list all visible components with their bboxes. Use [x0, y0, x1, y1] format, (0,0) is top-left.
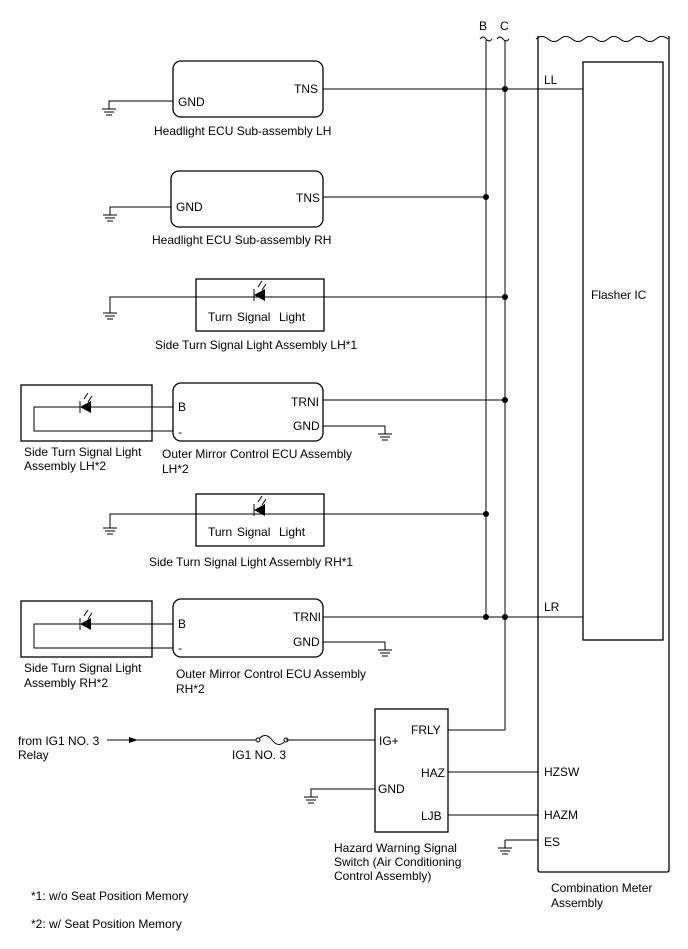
turn-rh1-inner-word2: Signal	[237, 525, 270, 539]
footnote-1: *1: w/o Seat Position Memory	[31, 889, 188, 903]
ground-icon	[103, 527, 117, 535]
turn-lh1-wire	[109, 296, 505, 313]
hazard-switch-box	[374, 708, 449, 833]
arrow-right-icon	[129, 737, 138, 743]
turn-lh1-inner-word1: Turn	[208, 310, 232, 324]
headlight-lh-gnd-wire	[108, 100, 173, 109]
bus-b-break	[479, 36, 493, 42]
ground-icon	[378, 433, 392, 441]
mirror-lh-minus-pin: -	[178, 425, 182, 439]
junction-dot	[483, 511, 489, 517]
side-rh2-title-line1: Side Turn Signal Light	[24, 661, 142, 675]
side-rh2-title-line2: Assembly RH*2	[24, 676, 108, 690]
ground-icon	[103, 214, 117, 222]
junction-dot	[483, 614, 489, 620]
outer-mirror-ecu-lh-box	[172, 382, 324, 442]
led-icon	[253, 280, 267, 301]
headlight-lh-tns-pin: TNS	[294, 82, 318, 96]
meter-lr-pin: LR	[544, 600, 560, 614]
mirror-lh-title-line2: LH*2	[162, 462, 189, 476]
headlight-rh-tns-pin: TNS	[296, 191, 320, 205]
led-icon	[79, 392, 93, 413]
turn-rh1-inner-word3: Light	[279, 525, 306, 539]
hazard-title-line3: Control Assembly)	[334, 869, 431, 883]
led-icon	[79, 609, 93, 630]
mirror-rh-b-pin: B	[178, 617, 186, 631]
headlight-rh-title: Headlight ECU Sub-assembly RH	[152, 233, 331, 247]
outer-mirror-ecu-rh-box	[172, 598, 324, 658]
flasher-ic-label: Flasher IC	[591, 288, 647, 302]
turn-lh1-inner-word3: Light	[279, 310, 306, 324]
hazard-ljb-pin: LJB	[421, 809, 442, 823]
ground-icon	[103, 312, 117, 320]
side-lh2-title-line1: Side Turn Signal Light	[24, 445, 142, 459]
junction-dot	[502, 294, 508, 300]
hazard-ig-pin: IG+	[379, 734, 399, 748]
mirror-rh-minus-pin: -	[178, 641, 182, 655]
hazard-title-line1: Hazard Warning Signal	[334, 841, 457, 855]
supply-from-line2: Relay	[18, 748, 49, 762]
meter-title-line2: Assembly	[551, 896, 603, 910]
bus-c-label: C	[500, 19, 509, 33]
junction-dot	[502, 397, 508, 403]
turn-rh1-inner-word1: Turn	[208, 525, 232, 539]
hazard-title-line2: Switch (Air Conditioning	[334, 855, 461, 869]
mirror-lh-b-pin: B	[178, 400, 186, 414]
ground-icon	[102, 108, 116, 116]
ground-icon	[498, 840, 512, 855]
side-turn-lh2-box	[20, 384, 153, 442]
junction-dot	[502, 86, 508, 92]
side-lh2-title-line2: Assembly LH*2	[24, 459, 106, 473]
mirror-rh-title-line1: Outer Mirror Control ECU Assembly	[176, 667, 366, 681]
bus-c-break	[496, 36, 510, 42]
headlight-rh-gnd-pin: GND	[176, 200, 203, 214]
mirror-lh-gnd-pin: GND	[293, 419, 320, 433]
turn-signal-rh1-box	[195, 493, 325, 547]
hazard-gnd-wire	[310, 788, 375, 797]
meter-ll-pin: LL	[544, 73, 558, 87]
fuse-icon	[257, 735, 287, 745]
hazard-gnd-pin: GND	[378, 782, 405, 796]
turn-rh1-title: Side Turn Signal Light Assembly RH*1	[149, 555, 353, 569]
junction-dot	[483, 194, 489, 200]
combination-meter-break	[535, 36, 669, 42]
supply-from-line1: from IG1 NO. 3	[18, 734, 100, 748]
mirror-rh-gnd-pin: GND	[293, 635, 320, 649]
headlight-lh-title: Headlight ECU Sub-assembly LH	[154, 124, 331, 138]
flasher-ic-box	[582, 61, 664, 641]
hazard-haz-pin: HAZ	[421, 766, 445, 780]
meter-es-pin: ES	[544, 835, 560, 849]
footnote-2: *2: w/ Seat Position Memory	[31, 917, 182, 931]
meter-title-line1: Combination Meter	[551, 881, 652, 895]
turn-rh1-wire	[109, 513, 486, 528]
junction-dot	[502, 614, 508, 620]
bus-b-label: B	[479, 19, 487, 33]
mirror-lh-title-line1: Outer Mirror Control ECU Assembly	[162, 447, 352, 461]
ground-icon	[304, 796, 318, 804]
fuse-label: IG1 NO. 3	[232, 748, 286, 762]
mirror-lh-gnd-wire	[323, 425, 386, 434]
headlight-ecu-lh-box	[172, 60, 324, 118]
turn-signal-lh1-box	[195, 278, 325, 332]
headlight-ecu-rh-box	[170, 170, 324, 228]
side-turn-rh2-box	[20, 600, 153, 658]
headlight-lh-gnd-pin: GND	[178, 95, 205, 109]
turn-lh1-inner-word2: Signal	[237, 310, 270, 324]
turn-lh1-title: Side Turn Signal Light Assembly LH*1	[155, 338, 357, 352]
mirror-rh-trni-pin: TRNI	[293, 610, 321, 624]
mirror-lh-trni-pin: TRNI	[291, 395, 319, 409]
meter-hzsw-pin: HZSW	[544, 765, 580, 779]
ground-icon	[378, 649, 392, 657]
fuse-terminal	[255, 737, 261, 743]
mirror-rh-title-line2: RH*2	[176, 682, 205, 696]
side-lh2-minus-wire	[33, 406, 173, 432]
meter-hazm-pin: HAZM	[544, 808, 578, 822]
headlight-rh-gnd-wire	[109, 206, 171, 215]
hazard-frly-pin: FRLY	[411, 723, 441, 737]
mirror-rh-gnd-wire	[323, 641, 386, 650]
side-rh2-minus-wire	[33, 623, 173, 649]
